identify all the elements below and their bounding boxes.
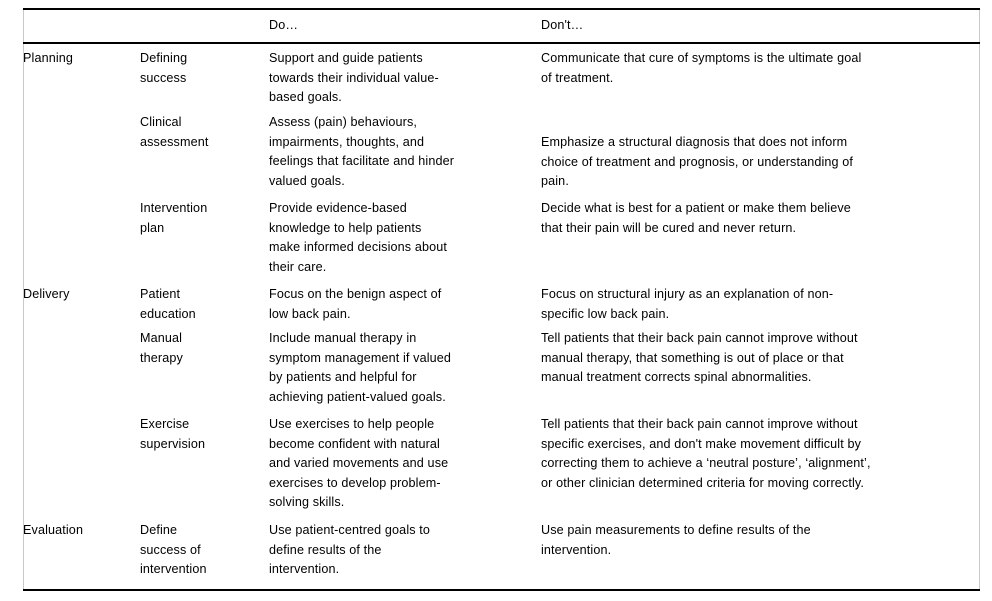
cell-do: Support and guide patients towards their…: [269, 51, 439, 105]
cell-topic: Intervention plan: [140, 201, 208, 235]
cell-do: Include manual therapy in symptom manage…: [269, 331, 452, 404]
column-header-do: Do…: [269, 18, 299, 32]
cell-dont: Communicate that cure of symptoms is the…: [541, 51, 862, 85]
cell-do: Use exercises to help people become conf…: [269, 417, 449, 510]
cell-do: Provide evidence-based knowledge to help…: [269, 201, 447, 274]
cell-dont: Focus on structural injury as an explana…: [541, 287, 834, 321]
cell-topic: Exercise supervision: [140, 417, 206, 451]
cell-topic: Define success of intervention: [140, 523, 207, 577]
cell-dont: Tell patients that their back pain canno…: [541, 417, 871, 490]
cell-dont: Use pain measurements to define results …: [541, 523, 811, 557]
cell-group: Delivery: [23, 287, 70, 301]
cell-topic: Clinical assessment: [140, 115, 209, 149]
table-bottom-rule: [23, 589, 980, 591]
table-frame: [23, 8, 980, 591]
cell-dont: Tell patients that their back pain canno…: [541, 331, 858, 385]
table-header-rule: [23, 42, 980, 44]
cell-topic: Patient education: [140, 287, 196, 321]
cell-dont: Decide what is best for a patient or mak…: [541, 201, 851, 235]
cell-group: Planning: [23, 51, 74, 65]
column-header-dont: Don't…: [541, 18, 584, 32]
cell-topic: Defining success: [140, 51, 188, 85]
cell-dont: Emphasize a structural diagnosis that do…: [541, 135, 854, 189]
cell-do: Assess (pain) behaviours, impairments, t…: [269, 115, 455, 188]
table-top-rule: [23, 8, 980, 10]
cell-group: Evaluation: [23, 523, 84, 537]
cell-topic: Manual therapy: [140, 331, 183, 365]
cell-do: Focus on the benign aspect of low back p…: [269, 287, 442, 321]
cell-do: Use patient-centred goals to define resu…: [269, 523, 431, 577]
